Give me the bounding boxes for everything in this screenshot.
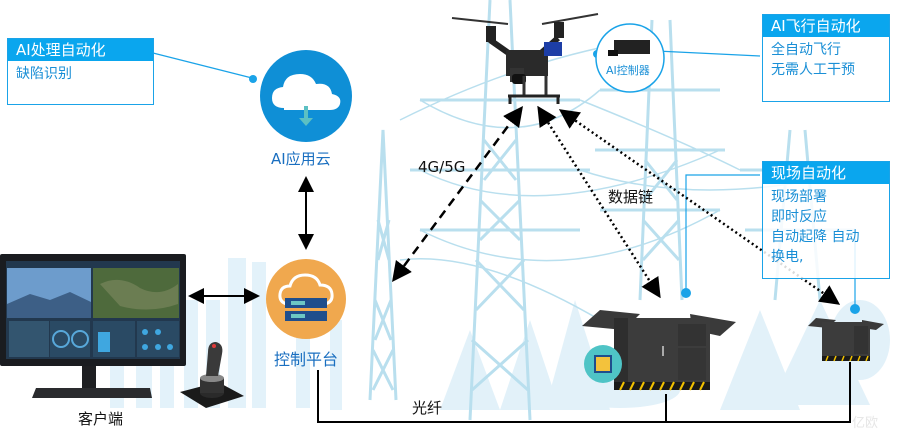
callout-dot xyxy=(249,75,257,83)
callout-dot xyxy=(850,304,860,314)
datalink-line-station-small xyxy=(558,109,841,305)
onsite-line: 换电, xyxy=(771,249,804,265)
ai-processing-box: AI处理自动化 缺陷识别 xyxy=(7,38,154,105)
chip-icon xyxy=(584,345,622,383)
onsite-line: 即时反应 xyxy=(771,209,827,225)
fiber-label: 光纤 xyxy=(412,399,443,417)
ai-flight-title: AI飞行自动化 xyxy=(763,15,889,37)
platform-label: 控制平台 xyxy=(274,350,339,369)
ai-controller-icon xyxy=(595,23,665,93)
joystick-icon xyxy=(180,342,244,408)
cloud-label: AI应用云 xyxy=(271,150,331,168)
client-label: 客户端 xyxy=(78,410,124,428)
ai-flight-line: 全自动飞行 xyxy=(771,42,841,58)
station-small xyxy=(808,318,884,362)
drone-icon xyxy=(451,13,599,104)
cloud-download-icon xyxy=(260,50,352,142)
datalink-label: 数据链 xyxy=(608,188,654,206)
ai-controller-label: AI控制器 xyxy=(606,64,650,77)
ai-flight-line: 无需人工干预 xyxy=(771,62,855,78)
onsite-box: 现场自动化 现场部署 即时反应 自动起降 自动 换电, xyxy=(762,161,890,279)
onsite-line: 自动起降 自动 xyxy=(771,229,860,245)
station-large xyxy=(582,310,736,391)
onsite-line: 现场部署 xyxy=(771,189,827,205)
cellular-link-label: 4G/5G xyxy=(418,158,466,176)
cloud-server-icon xyxy=(266,259,346,339)
watermark: 亿欧 xyxy=(852,416,879,431)
fiber-line xyxy=(317,362,851,423)
onsite-title: 现场自动化 xyxy=(763,162,889,184)
ai-processing-line: 缺陷识别 xyxy=(16,66,72,82)
ai-flight-box: AI飞行自动化 全自动飞行 无需人工干预 xyxy=(762,14,890,102)
monitor-icon xyxy=(0,254,186,398)
cellular-link-line xyxy=(392,105,523,283)
ai-processing-title: AI处理自动化 xyxy=(8,39,153,61)
